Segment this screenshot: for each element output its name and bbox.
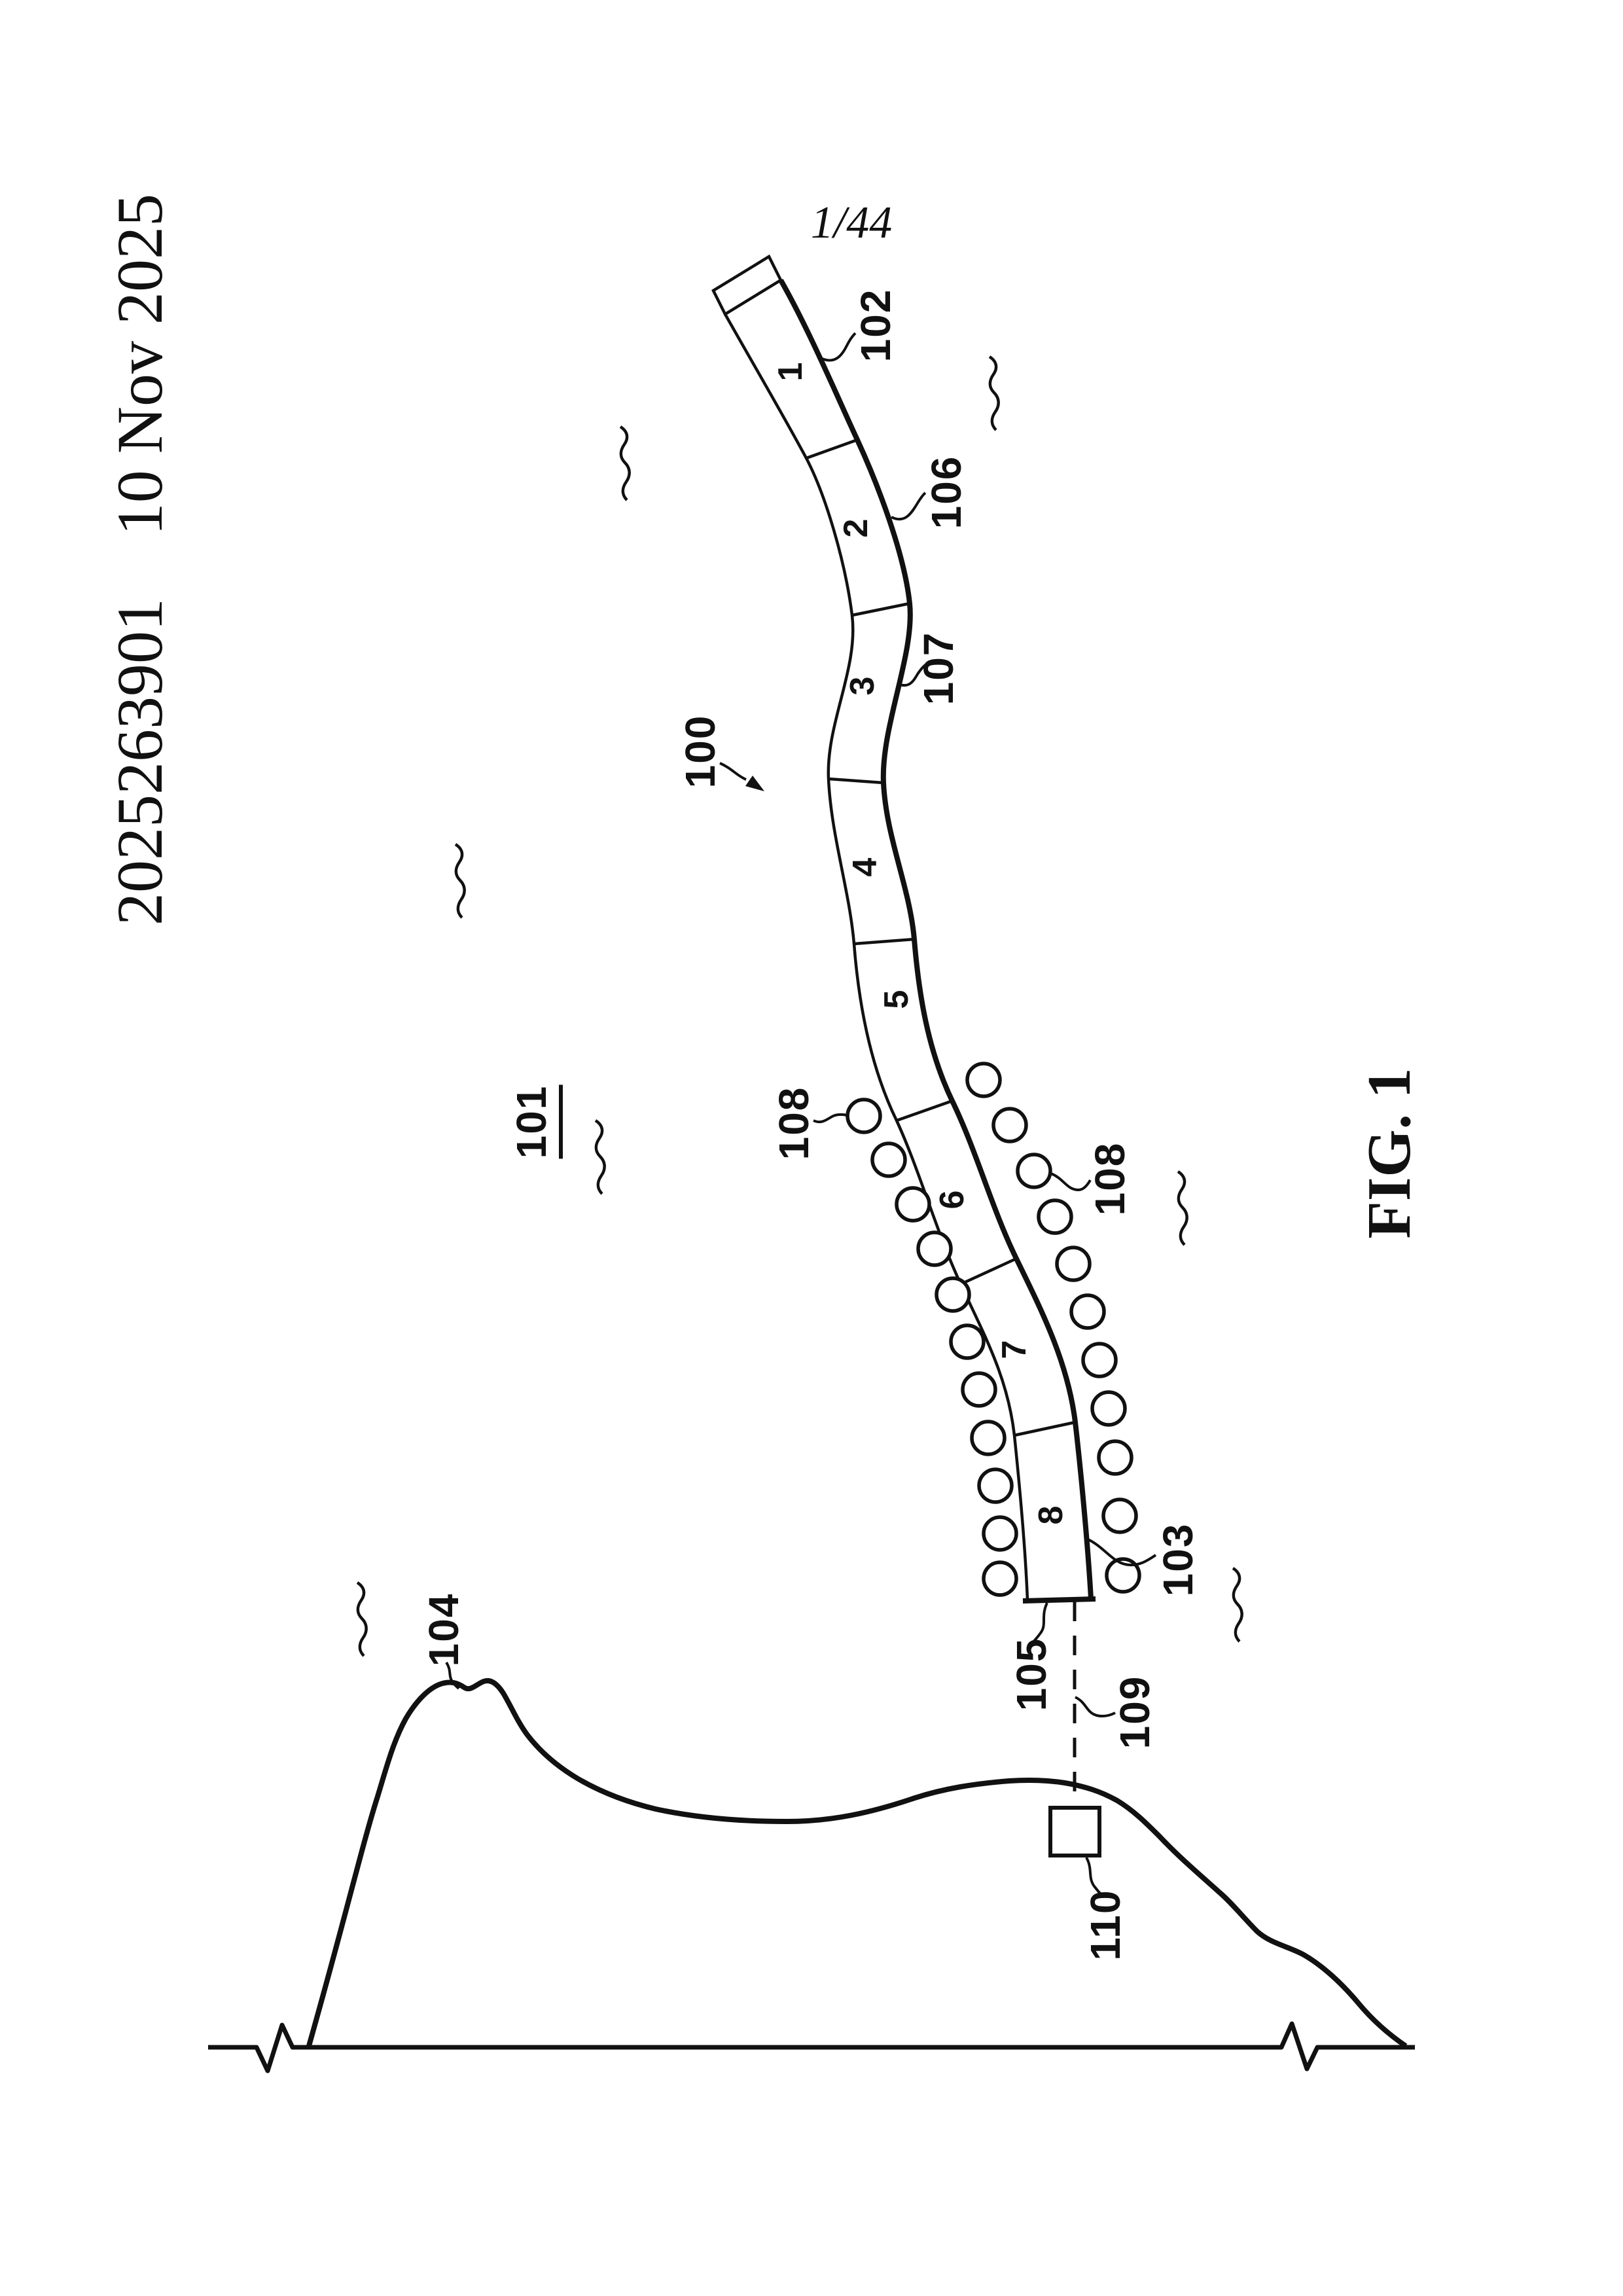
- publication-date: 10 Nov 2025: [103, 194, 176, 536]
- boom-outer-rail: [778, 279, 1094, 1600]
- sheet-page-indicator: 1/44: [810, 198, 893, 248]
- leader-104: [445, 1661, 460, 1690]
- leader-lines: [445, 332, 1157, 1897]
- ref-label-108-left: 108: [770, 1086, 817, 1160]
- ground-line-with-breaks: [208, 2021, 1415, 2073]
- boom-bottom-end-cap: [1022, 1596, 1096, 1604]
- ref-label-104: 104: [420, 1592, 467, 1667]
- leader-110: [1085, 1857, 1104, 1897]
- water-ripple-icon: [356, 1581, 368, 1657]
- buoy-circle: [961, 1371, 997, 1408]
- leader-108-right: [1050, 1172, 1092, 1192]
- shoreline: [306, 1678, 1408, 2049]
- segment-number-7: 7: [995, 1340, 1033, 1359]
- segment-number-2: 2: [837, 518, 875, 538]
- ref-label-101: 101: [507, 1085, 563, 1159]
- ref-label-109: 109: [1111, 1675, 1158, 1749]
- anchor-box: [1048, 1806, 1101, 1857]
- buoy-circle: [977, 1467, 1014, 1504]
- figure-caption: FIG. 1: [1355, 1067, 1423, 1239]
- segment-joints: [806, 438, 1076, 1437]
- buoy-circle: [1016, 1153, 1052, 1189]
- buoy-circle: [1105, 1557, 1141, 1594]
- arrowhead-100: [745, 776, 764, 791]
- ref-label-110: 110: [1082, 1889, 1129, 1961]
- segment-number-5: 5: [878, 990, 916, 1009]
- buoy-circles-right: [965, 1062, 1141, 1594]
- segment-number-8: 8: [1032, 1505, 1070, 1525]
- ref-label-103: 103: [1154, 1522, 1202, 1597]
- buoy-circle: [1097, 1439, 1133, 1476]
- buoy-circle: [895, 1186, 931, 1223]
- buoy-circle: [1055, 1246, 1092, 1282]
- water-ripple-icon: [454, 843, 466, 919]
- leader-106: [891, 492, 927, 521]
- leader-100-arrow-tail: [719, 762, 747, 781]
- leader-105: [1031, 1602, 1048, 1644]
- buoy-circle: [1101, 1498, 1138, 1534]
- buoy-circle: [991, 1107, 1028, 1143]
- buoy-circle: [870, 1141, 907, 1178]
- boom-band: [711, 254, 1096, 1604]
- water-ripple-icon: [1177, 1170, 1188, 1246]
- leader-108-left: [813, 1113, 847, 1124]
- segment-number-3: 3: [844, 676, 882, 696]
- ref-label-100: 100: [677, 714, 724, 789]
- segment-number-6: 6: [933, 1190, 971, 1210]
- buoy-circle: [1069, 1293, 1106, 1330]
- sidebar-rotated-text: 2025263901 10 Nov 2025: [97, 194, 182, 925]
- buoy-circle: [1081, 1342, 1118, 1378]
- water-ripple-icon: [594, 1119, 606, 1195]
- buoy-circle: [982, 1515, 1018, 1552]
- ref-label-105: 105: [1008, 1637, 1055, 1712]
- buoy-circle: [970, 1420, 1007, 1456]
- buoy-circles-left: [846, 1098, 1018, 1597]
- buoy-circle: [846, 1098, 882, 1134]
- water-ripple-marks: [356, 355, 1243, 1657]
- water-ripple-icon: [619, 425, 631, 501]
- leader-102: [821, 332, 857, 362]
- buoy-circle: [949, 1323, 986, 1360]
- leader-103: [1084, 1537, 1157, 1567]
- leader-107: [897, 664, 927, 687]
- boom-top-end-cap: [711, 254, 783, 317]
- buoy-circle: [1090, 1390, 1127, 1427]
- ref-label-101-text: 101: [508, 1085, 563, 1159]
- application-number: 2025263901: [103, 598, 176, 925]
- water-ripple-icon: [1232, 1567, 1243, 1643]
- buoy-circle: [965, 1062, 1002, 1098]
- buoy-circle: [982, 1560, 1018, 1597]
- buoy-circle: [935, 1276, 971, 1313]
- ref-label-102: 102: [852, 288, 899, 363]
- buoy-circle: [1037, 1198, 1073, 1235]
- buoy-circle: [916, 1230, 953, 1267]
- segment-number-1: 1: [772, 362, 810, 382]
- ref-label-107: 107: [915, 631, 962, 706]
- water-ripple-icon: [988, 355, 1000, 431]
- ref-label-108-right: 108: [1086, 1141, 1133, 1216]
- leader-109: [1075, 1696, 1116, 1718]
- segment-number-4: 4: [846, 857, 884, 877]
- ref-label-106: 106: [923, 455, 970, 529]
